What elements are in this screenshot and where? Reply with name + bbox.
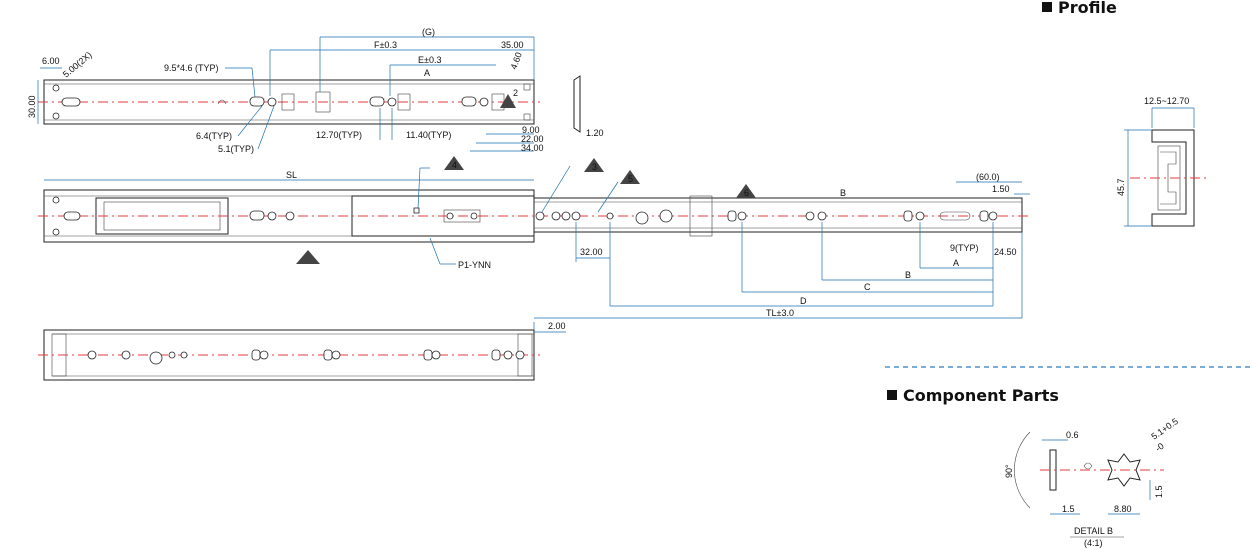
marker-main [296, 250, 320, 264]
dim-150: 1.50 [992, 184, 1010, 194]
profile-heading-text: Profile [1058, 0, 1117, 17]
dim-2450: 24.50 [994, 247, 1017, 257]
dim-500: 5.00(2X) [61, 50, 94, 80]
dim-b: B [905, 270, 911, 280]
dim-90: 90° [1004, 464, 1014, 478]
main-view: 4 3 5 6 SL B (60.0) 1.50 9(TYP) 24.50 32… [38, 156, 1030, 319]
component-parts-heading-text: Component Parts [903, 386, 1059, 405]
marker-4 [444, 156, 464, 170]
tab [315, 91, 331, 113]
dim-3200: 32.00 [580, 247, 603, 257]
profile-section [1151, 129, 1195, 227]
marker-6 [736, 184, 756, 198]
slot-group [369, 93, 411, 111]
marker-5 [620, 170, 640, 184]
marker-3-label: 3 [592, 162, 597, 172]
dim-profile-width: 12.5~12.70 [1144, 96, 1189, 106]
dim-600: 6.00 [42, 56, 60, 66]
dim-f: F±0.3 [374, 40, 397, 50]
dim-2200: 22.00 [521, 134, 544, 144]
dim-1270: 12.70(TYP) [316, 130, 362, 140]
dim-tl: TL±3.0 [766, 308, 794, 318]
dim-a-top: A [424, 68, 430, 78]
marker-6-label: 6 [744, 188, 749, 198]
marker-4-label: 4 [452, 160, 457, 170]
detail-b: 90° 0.6 1.5 8.80 1.5 5.1+0.5 -0 DETAIL B… [1004, 416, 1180, 548]
marker-2 [500, 94, 516, 108]
slot-group [461, 93, 505, 111]
dim-15b: 1.5 [1154, 485, 1164, 498]
inner-member-extended [533, 197, 1023, 233]
angle-arc [1014, 431, 1031, 509]
part-number: P1-YNN [458, 260, 491, 270]
dim-sl: SL [286, 170, 297, 180]
dim-g: (G) [422, 27, 435, 37]
dim-120: 1.20 [586, 128, 604, 138]
dim-a: A [953, 258, 959, 268]
dim-200: 2.00 [548, 321, 566, 331]
marker-3 [584, 158, 604, 172]
component-parts-heading: Component Parts [887, 386, 1059, 405]
profile-view: 12.5~12.70 45.7 [1116, 96, 1210, 227]
dim-9typ: 9(TYP) [950, 243, 979, 253]
slot [61, 97, 81, 107]
dim-600p: (60.0) [976, 172, 1000, 182]
dim-460: 4.60 [508, 51, 523, 71]
hole [52, 84, 60, 92]
dim-3400: 34.00 [521, 143, 544, 153]
detail-title: DETAIL B [1074, 526, 1113, 536]
dim-35: 35.00 [501, 40, 524, 50]
dim-3000: 30.00 [27, 95, 37, 118]
dim-c: C [864, 282, 871, 292]
slot-group [249, 93, 295, 111]
dim-15a: 1.5 [1062, 504, 1075, 514]
dim-hole: 5.1+0.5 [1149, 416, 1180, 442]
dim-880: 8.80 [1114, 504, 1132, 514]
dim-64: 6.4(TYP) [196, 131, 232, 141]
dim-b-label: B [840, 188, 846, 198]
hole [52, 112, 60, 120]
dim-900: 9.00 [522, 125, 540, 135]
dim-slot: 9.5*4.6 (TYP) [164, 63, 219, 73]
marker-2-label: 2 [513, 88, 518, 98]
detail-scale: (4:1) [1084, 538, 1103, 548]
dim-e: E±0.3 [418, 55, 441, 65]
dim-51: 5.1(TYP) [218, 144, 254, 154]
top-view: 2 (G) F±0.3 E±0.3 A 35.00 4.60 6.00 5.00… [27, 27, 604, 154]
dim-profile-height: 45.7 [1116, 178, 1126, 196]
dim-hole-tol: -0 [1153, 441, 1165, 454]
star-hole [1107, 453, 1141, 487]
dim-d: D [800, 296, 807, 306]
profile-heading: Profile [1042, 0, 1117, 17]
dim-1140: 11.40(TYP) [406, 130, 451, 140]
bottom-view: 2.00 [38, 321, 566, 381]
dim-06: 0.6 [1066, 430, 1079, 440]
marker-5-label: 5 [628, 174, 633, 184]
end-section [573, 75, 581, 133]
